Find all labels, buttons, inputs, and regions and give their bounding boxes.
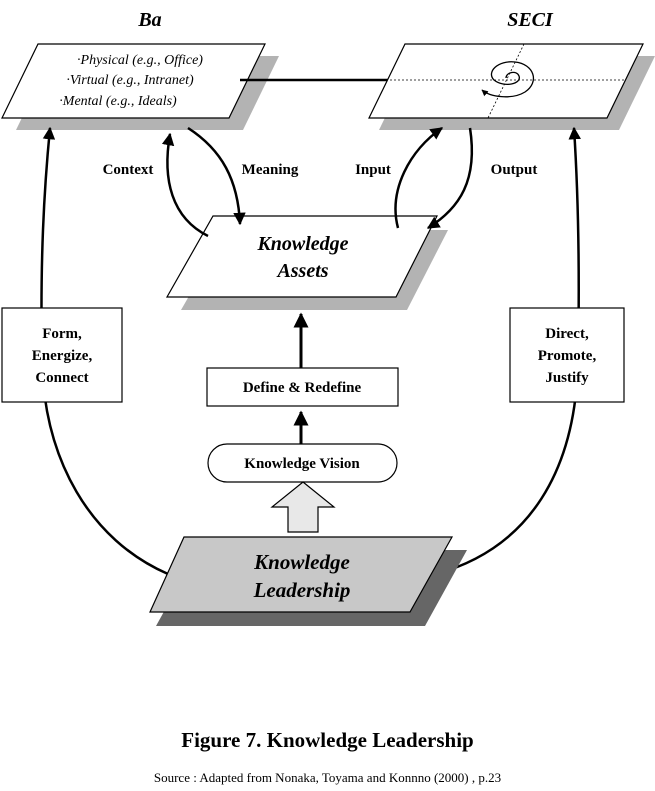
left-box-line1: Form, — [42, 326, 82, 342]
knowledge-vision-label: Knowledge Vision — [244, 456, 360, 472]
knowledge-leadership-diagram: Ba SECI ·Physical (e.g., Office) ·Virtua… — [1, 9, 655, 626]
knowledge-assets-box: Knowledge Assets — [165, 215, 448, 310]
ba-title: Ba — [137, 9, 161, 31]
define-redefine-label: Define & Redefine — [243, 380, 362, 396]
ba-item-mental: ·Mental (e.g., Ideals) — [59, 94, 177, 109]
right-box-line2: Promote, — [538, 348, 597, 364]
input-arrow — [394, 126, 444, 229]
seci-spiral-icon — [481, 61, 535, 98]
left-box-line2: Energize, — [32, 348, 93, 364]
knowledge-leadership-line2: Leadership — [253, 578, 351, 602]
right-box-line1: Direct, — [545, 326, 589, 342]
form-energize-connect-box: Form, Energize, Connect — [1, 307, 123, 403]
context-label: Context — [103, 162, 154, 178]
ba-item-virtual: ·Virtual (e.g., Intranet) — [66, 73, 194, 88]
input-label: Input — [355, 162, 391, 178]
knowledge-leadership-box: Knowledge Leadership — [149, 536, 467, 626]
ba-box: ·Physical (e.g., Office) ·Virtual (e.g.,… — [1, 43, 279, 130]
seci-box — [368, 43, 655, 130]
meaning-label: Meaning — [242, 162, 299, 178]
figure-title: Figure 7. Knowledge Leadership — [181, 728, 474, 752]
knowledge-leadership-line1: Knowledge — [253, 550, 350, 574]
figure-source: Source : Adapted from Nonaka, Toyama and… — [153, 770, 502, 785]
context-arrow — [161, 132, 209, 238]
knowledge-assets-line1: Knowledge — [256, 233, 348, 255]
knowledge-assets-line2: Assets — [275, 260, 328, 282]
output-arrow — [426, 127, 474, 230]
ba-item-physical: ·Physical (e.g., Office) — [77, 53, 203, 68]
output-label: Output — [491, 162, 538, 178]
define-redefine-box: Define & Redefine — [206, 367, 399, 407]
seci-title: SECI — [507, 9, 554, 31]
knowledge-vision-box: Knowledge Vision — [207, 443, 398, 483]
direct-promote-justify-box: Direct, Promote, Justify — [509, 307, 625, 403]
right-box-line3: Justify — [545, 370, 589, 386]
meaning-arrow — [187, 126, 246, 226]
left-box-line3: Connect — [35, 370, 88, 386]
leadership-to-vision-block-arrow — [270, 481, 336, 533]
